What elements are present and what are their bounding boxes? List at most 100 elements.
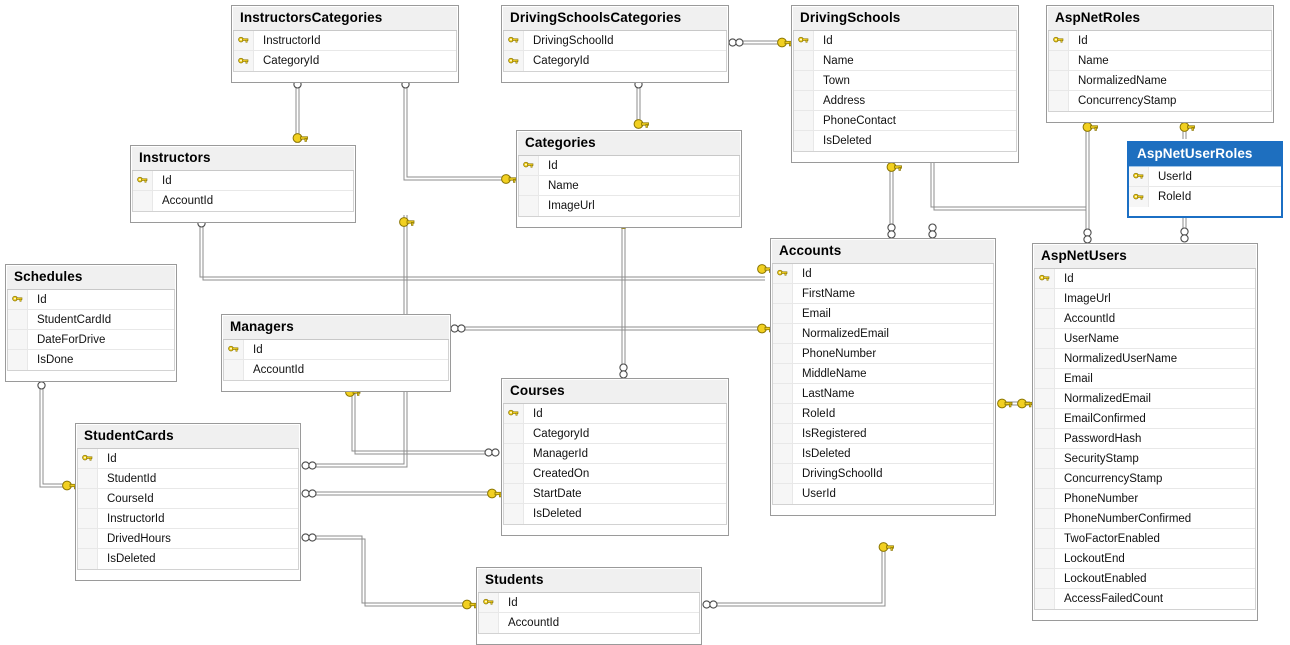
column-row[interactable]: StudentId: [78, 469, 298, 489]
column-row[interactable]: CategoryId: [234, 51, 456, 71]
column-row[interactable]: Id: [519, 156, 739, 176]
table-header[interactable]: Instructors: [132, 147, 354, 171]
column-row[interactable]: PhoneContact: [794, 111, 1016, 131]
table-header[interactable]: StudentCards: [77, 425, 299, 449]
column-row[interactable]: Town: [794, 71, 1016, 91]
column-row[interactable]: UserId: [773, 484, 993, 504]
column-row[interactable]: Address: [794, 91, 1016, 111]
column-row[interactable]: AccountId: [224, 360, 448, 380]
column-row[interactable]: UserId: [1129, 167, 1281, 187]
column-row[interactable]: Id: [8, 290, 174, 310]
column-row[interactable]: LockoutEnabled: [1035, 569, 1255, 589]
column-row[interactable]: Name: [1049, 51, 1271, 71]
column-row[interactable]: IsDone: [8, 350, 174, 370]
column-row[interactable]: SecurityStamp: [1035, 449, 1255, 469]
column-row[interactable]: Id: [224, 340, 448, 360]
column-row[interactable]: NormalizedEmail: [773, 324, 993, 344]
column-row[interactable]: Email: [773, 304, 993, 324]
column-row[interactable]: ManagerId: [504, 444, 726, 464]
table-header[interactable]: Courses: [503, 380, 727, 404]
column-row[interactable]: Email: [1035, 369, 1255, 389]
column-row[interactable]: PhoneNumberConfirmed: [1035, 509, 1255, 529]
column-row[interactable]: AccessFailedCount: [1035, 589, 1255, 609]
column-row[interactable]: IsDeleted: [78, 549, 298, 569]
column-row[interactable]: DateForDrive: [8, 330, 174, 350]
table-header[interactable]: Accounts: [772, 240, 994, 264]
table-header[interactable]: DrivingSchools: [793, 7, 1017, 31]
key-column-spacer: [504, 444, 524, 463]
column-row[interactable]: Name: [794, 51, 1016, 71]
table-header[interactable]: Students: [478, 569, 700, 593]
column-row[interactable]: Id: [504, 404, 726, 424]
column-row[interactable]: CategoryId: [504, 424, 726, 444]
column-row[interactable]: InstructorId: [78, 509, 298, 529]
column-row[interactable]: TwoFactorEnabled: [1035, 529, 1255, 549]
column-row[interactable]: ImageUrl: [1035, 289, 1255, 309]
column-row[interactable]: MiddleName: [773, 364, 993, 384]
column-row[interactable]: IsDeleted: [794, 131, 1016, 151]
column-row[interactable]: NormalizedEmail: [1035, 389, 1255, 409]
column-row[interactable]: IsDeleted: [773, 444, 993, 464]
column-row[interactable]: InstructorId: [234, 31, 456, 51]
column-row[interactable]: StudentCardId: [8, 310, 174, 330]
column-row[interactable]: Id: [133, 171, 353, 191]
column-row[interactable]: StartDate: [504, 484, 726, 504]
column-row[interactable]: LastName: [773, 384, 993, 404]
column-row[interactable]: AccountId: [133, 191, 353, 211]
column-row[interactable]: NormalizedUserName: [1035, 349, 1255, 369]
column-row[interactable]: DrivedHours: [78, 529, 298, 549]
column-row[interactable]: IsDeleted: [504, 504, 726, 524]
column-row[interactable]: Id: [773, 264, 993, 284]
column-row[interactable]: EmailConfirmed: [1035, 409, 1255, 429]
column-row[interactable]: ConcurrencyStamp: [1035, 469, 1255, 489]
column-row[interactable]: FirstName: [773, 284, 993, 304]
column-row[interactable]: Id: [1035, 269, 1255, 289]
table-header[interactable]: AspNetUsers: [1034, 245, 1256, 269]
column-row[interactable]: RoleId: [773, 404, 993, 424]
table-header[interactable]: Managers: [223, 316, 449, 340]
column-row[interactable]: ImageUrl: [519, 196, 739, 216]
table-header[interactable]: Categories: [518, 132, 740, 156]
column-row[interactable]: LockoutEnd: [1035, 549, 1255, 569]
column-row[interactable]: NormalizedName: [1049, 71, 1271, 91]
column-row[interactable]: CategoryId: [504, 51, 726, 71]
column-row[interactable]: UserName: [1035, 329, 1255, 349]
column-row[interactable]: DrivingSchoolId: [504, 31, 726, 51]
column-row[interactable]: Id: [479, 593, 699, 613]
table-header[interactable]: AspNetUserRoles: [1129, 143, 1281, 166]
column-row[interactable]: AccountId: [1035, 309, 1255, 329]
column-row[interactable]: Id: [794, 31, 1016, 51]
column-row[interactable]: CourseId: [78, 489, 298, 509]
column-row[interactable]: IsRegistered: [773, 424, 993, 444]
column-row[interactable]: RoleId: [1129, 187, 1281, 207]
table-header[interactable]: Schedules: [7, 266, 175, 290]
column-row[interactable]: PasswordHash: [1035, 429, 1255, 449]
column-row[interactable]: PhoneNumber: [773, 344, 993, 364]
column-row[interactable]: DrivingSchoolId: [773, 464, 993, 484]
column-row[interactable]: AccountId: [479, 613, 699, 633]
column-row[interactable]: CreatedOn: [504, 464, 726, 484]
column-row[interactable]: Id: [78, 449, 298, 469]
column-row[interactable]: Id: [1049, 31, 1271, 51]
column-row[interactable]: PhoneNumber: [1035, 489, 1255, 509]
column-row[interactable]: ConcurrencyStamp: [1049, 91, 1271, 111]
table-header[interactable]: InstructorsCategories: [233, 7, 457, 31]
table-header[interactable]: DrivingSchoolsCategories: [503, 7, 727, 31]
column-row[interactable]: Name: [519, 176, 739, 196]
table-header[interactable]: AspNetRoles: [1048, 7, 1272, 31]
